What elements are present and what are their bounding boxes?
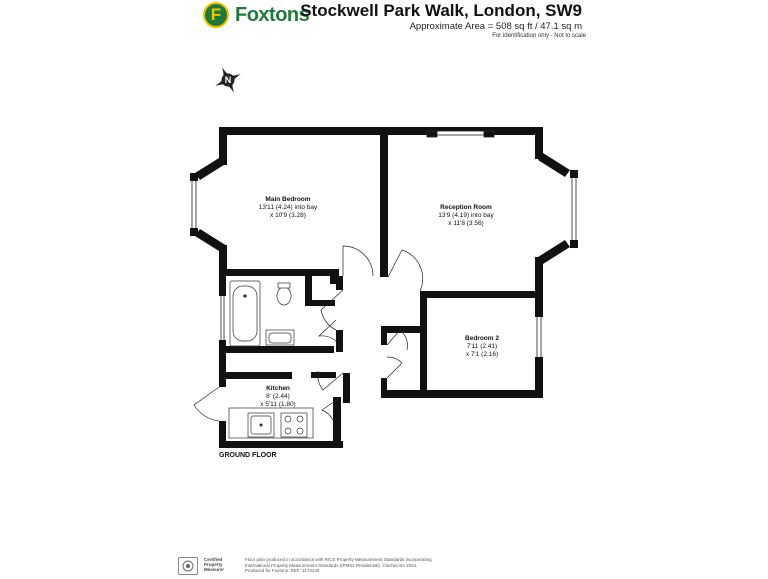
foxtons-logo: F Foxtons bbox=[203, 2, 310, 28]
property-title: Stockwell Park Walk, London, SW9 bbox=[300, 1, 582, 20]
room-main-bedroom-name: Main Bedroom bbox=[265, 196, 311, 203]
kitchen-fixtures bbox=[228, 407, 314, 439]
room-kitchen-dim1: 8' (2.44) bbox=[266, 393, 290, 400]
rics-text: Certified Property Measurer bbox=[204, 557, 224, 573]
identification-note: For identification only - Not to scale bbox=[492, 33, 586, 39]
compass-letter: N bbox=[225, 75, 232, 85]
room-main-bedroom-dim1: 13'11 (4.24) into bay bbox=[258, 204, 318, 211]
windows bbox=[191, 130, 577, 357]
footer: Certified Property Measurer Floor plan p… bbox=[178, 557, 478, 575]
room-main-bedroom: Main Bedroom 13'11 (4.24) into bay x 10'… bbox=[259, 196, 318, 220]
rics-badge-icon bbox=[178, 557, 198, 575]
disclaimer-line1: Floor plan produced in accordance with R… bbox=[245, 557, 432, 562]
room-kitchen-dim2: x 5'11 (1.80) bbox=[260, 401, 296, 408]
disclaimer: Floor plan produced in accordance with R… bbox=[245, 557, 475, 574]
disclaimer-line3: Produced for Foxtons. REF: 1173130 bbox=[245, 568, 320, 573]
walls bbox=[190, 127, 578, 448]
room-kitchen-name: Kitchen bbox=[266, 385, 290, 392]
door-swings bbox=[193, 245, 424, 422]
room-kitchen: Kitchen 8' (2.44) x 5'11 (1.80) bbox=[260, 385, 295, 409]
room-bedroom2-name: Bedroom 2 bbox=[465, 335, 499, 342]
room-main-bedroom-dim2: x 10'9 (3.28) bbox=[270, 212, 306, 219]
bathroom-fixtures bbox=[229, 280, 295, 347]
room-bedroom2-dim2: x 7'1 (2.16) bbox=[465, 351, 499, 358]
logo-badge-icon: F bbox=[203, 2, 229, 28]
rics-line3: Measurer bbox=[204, 567, 225, 573]
room-reception-dim2: x 11'8 (3.56) bbox=[448, 220, 484, 227]
room-reception-dim1: 13'9 (4.19) into bay bbox=[438, 212, 494, 219]
rics-line2: Property bbox=[204, 562, 223, 568]
disclaimer-line2: International Property Measurement Stand… bbox=[245, 562, 418, 568]
floor-label: GROUND FLOOR bbox=[219, 452, 277, 459]
room-reception-name: Reception Room bbox=[440, 204, 492, 211]
room-reception: Reception Room 13'9 (4.19) into bay x 11… bbox=[438, 204, 493, 228]
room-bedroom2: Bedroom 2 7'11 (2.41) x 7'1 (2.16) bbox=[465, 335, 499, 359]
compass-north-icon: N bbox=[215, 67, 241, 93]
logo-wordmark: Foxtons bbox=[235, 4, 310, 26]
room-bedroom2-dim1: 7'11 (2.41) bbox=[466, 343, 498, 350]
approximate-area: Approximate Area = 508 sq ft / 47.1 sq m bbox=[409, 21, 582, 32]
rics-line1: Certified bbox=[204, 557, 223, 562]
